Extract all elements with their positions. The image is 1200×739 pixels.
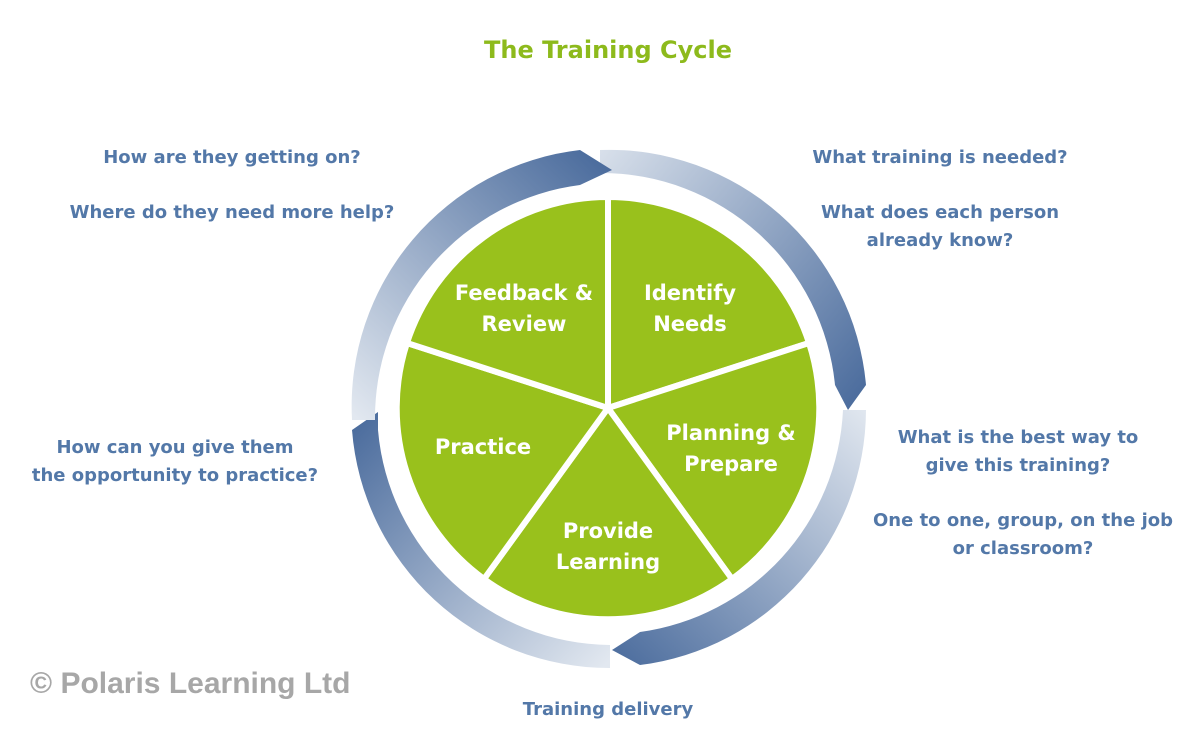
label-planning-2: Prepare bbox=[684, 452, 778, 476]
question-planning-1-line1: What is the best way to bbox=[897, 427, 1139, 448]
question-planning-1: What is the best way to give this traini… bbox=[868, 424, 1168, 480]
cycle-arrow-bottom-left bbox=[352, 412, 610, 669]
label-planning-1: Planning & bbox=[666, 421, 795, 445]
label-feedback-2: Review bbox=[482, 312, 567, 336]
question-identify-2-line1: What does each person bbox=[820, 202, 1060, 223]
question-planning-2: One to one, group, on the job or classro… bbox=[866, 507, 1180, 563]
stage-wheel bbox=[393, 193, 823, 623]
copyright-notice: © Polaris Learning Ltd bbox=[30, 667, 351, 700]
label-identify-2: Needs bbox=[653, 312, 727, 336]
cycle-arrow-bottom-right bbox=[612, 410, 866, 665]
question-identify-2: What does each person already know? bbox=[790, 199, 1090, 255]
question-planning-1-line2: give this training? bbox=[925, 455, 1111, 476]
label-provide-2: Learning bbox=[556, 550, 660, 574]
label-feedback-1: Feedback & bbox=[455, 281, 593, 305]
question-planning-2-line1: One to one, group, on the job bbox=[872, 510, 1173, 531]
question-practice-1-line1: How can you give them bbox=[56, 437, 294, 458]
question-provide-1: Training delivery bbox=[522, 699, 694, 720]
cycle-arrow-top-left bbox=[351, 150, 612, 420]
question-identify-1: What training is needed? bbox=[812, 147, 1068, 168]
question-identify-2-line2: already know? bbox=[866, 230, 1014, 251]
cycle-arrow-top-right bbox=[600, 149, 866, 410]
diagram-title: The Training Cycle bbox=[483, 36, 732, 64]
label-provide-1: Provide bbox=[563, 519, 653, 543]
label-identify-1: Identify bbox=[644, 281, 736, 305]
cycle-arrow-ring bbox=[351, 149, 866, 669]
stage-labels: Identify Needs Planning & Prepare Provid… bbox=[435, 281, 796, 574]
question-feedback-2: Where do they need more help? bbox=[69, 202, 395, 223]
question-practice-1: How can you give them the opportunity to… bbox=[20, 434, 330, 490]
question-planning-2-line2: or classroom? bbox=[952, 538, 1094, 559]
question-practice-1-line2: the opportunity to practice? bbox=[31, 465, 319, 486]
label-practice: Practice bbox=[435, 435, 531, 459]
question-feedback-1: How are they getting on? bbox=[103, 147, 361, 168]
